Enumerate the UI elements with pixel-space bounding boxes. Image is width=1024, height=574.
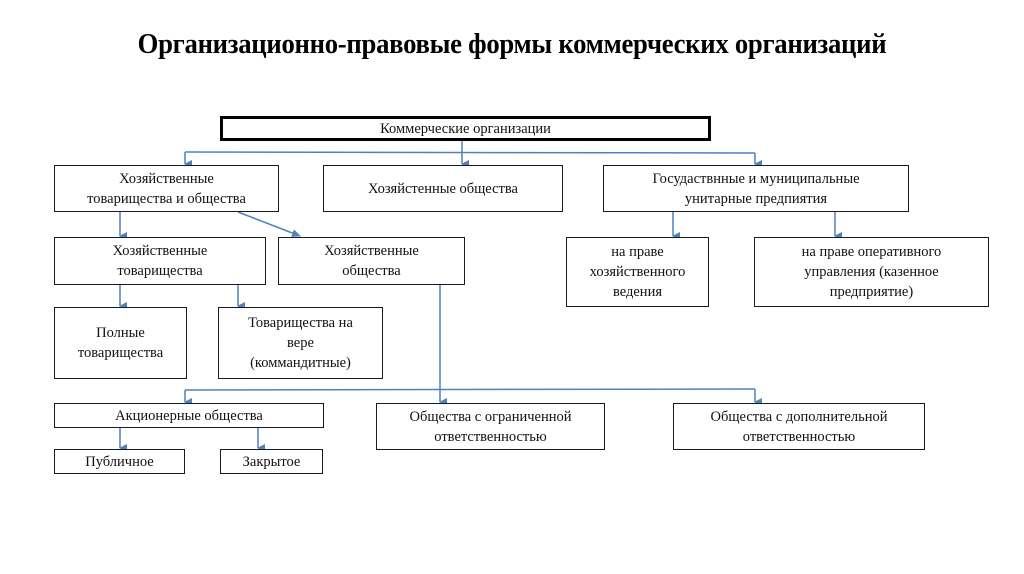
- node-label: Госудаствнные и муниципальные унитарные …: [652, 170, 860, 207]
- node-full-partnerships: Полные товарищества: [54, 307, 187, 379]
- node-label: Хозяйственные общества: [324, 243, 419, 279]
- node-label: Коммерческие организации: [380, 120, 551, 137]
- node-llc: Общества с ограниченной ответственностью: [376, 403, 605, 450]
- node-business-companies-top: Хозяйстенные общества: [323, 165, 563, 212]
- node-label: Полные товарищества: [77, 325, 164, 361]
- connector-to-ho: [237, 211, 301, 237]
- node-label: Акционерные общества: [115, 407, 263, 424]
- node-business-companies: Хозяйственные общества: [278, 237, 465, 285]
- node-business-partnerships: Хозяйственные товарищества: [54, 237, 266, 285]
- node-joint-stock-companies: Акционерные общества: [54, 403, 324, 428]
- node-business-partnerships-and-companies: Хозяйственные товарищества и общества: [54, 165, 279, 212]
- node-label: Хозяйстенные общества: [368, 180, 518, 197]
- node-unitary-enterprises: Госудаствнные и муниципальные унитарные …: [603, 165, 909, 212]
- node-label: Хозяйственные товарищества и общества: [87, 170, 246, 207]
- node-label: на праве оперативного управления (казенн…: [801, 244, 942, 300]
- node-operational-management: на праве оперативного управления (казенн…: [754, 237, 989, 307]
- node-label: Общества с дополнительной ответственност…: [710, 408, 888, 445]
- connector-level1-bus: [184, 151, 756, 154]
- node-label: Хозяйственные товарищества: [112, 243, 208, 279]
- node-public: Публичное: [54, 449, 185, 474]
- node-limited-partnerships: Товарищества на вере (коммандитные): [218, 307, 383, 379]
- node-additional-liability-companies: Общества с дополнительной ответственност…: [673, 403, 925, 450]
- node-label: на праве хозяйственного ведения: [589, 244, 686, 300]
- connector-societies-bus: [184, 388, 756, 391]
- node-label: Товарищества на вере (коммандитные): [248, 315, 353, 371]
- node-label: Публичное: [85, 453, 154, 470]
- node-closed: Закрытое: [220, 449, 323, 474]
- node-label: Общества с ограниченной ответственностью: [409, 408, 572, 445]
- node-commercial-organizations: Коммерческие организации: [220, 116, 711, 141]
- page-title: Организационно-правовые формы коммерческ…: [137, 28, 887, 60]
- node-economic-management: на праве хозяйственного ведения: [566, 237, 709, 307]
- node-label: Закрытое: [242, 453, 301, 470]
